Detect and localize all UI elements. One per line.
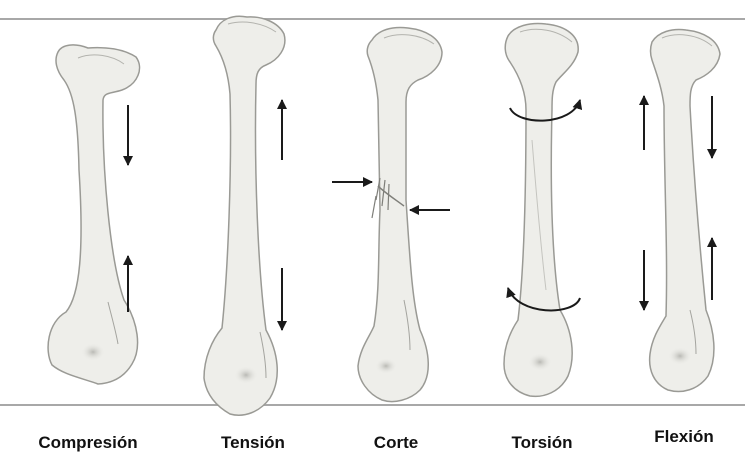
bone-tension [204, 16, 285, 415]
label-torsion: Torsión [472, 428, 612, 458]
label-bending: Flexión [614, 422, 745, 452]
bone-bending [650, 30, 720, 392]
label-tension: Tensión [183, 428, 323, 458]
bone-shear [358, 28, 442, 402]
bone-compression [48, 45, 139, 384]
bone-torsion [504, 24, 578, 397]
label-compression: Compresión [18, 428, 158, 458]
label-shear: Corte [326, 428, 466, 458]
